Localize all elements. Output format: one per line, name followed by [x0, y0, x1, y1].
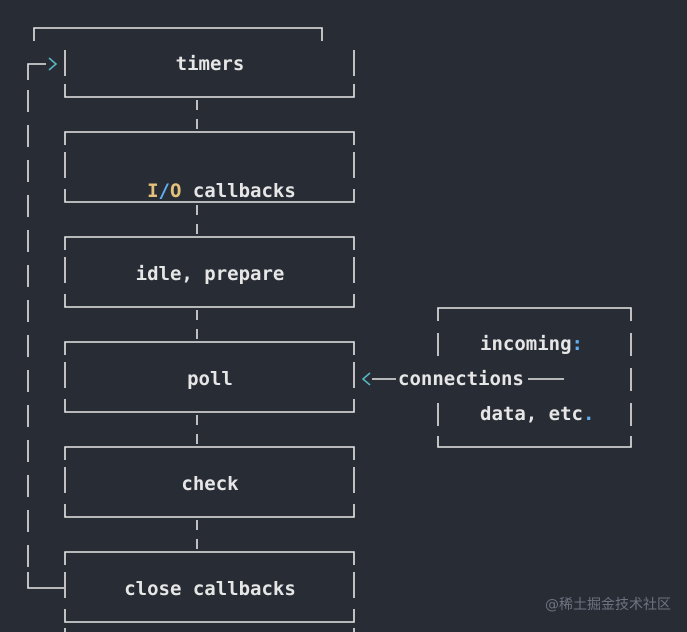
box-0-bottom: [64, 84, 355, 98]
phase-check-label: check: [181, 473, 239, 495]
box-5-top: [64, 551, 355, 565]
incoming-colon: :: [571, 333, 583, 355]
incoming-label: incoming:: [480, 333, 583, 355]
io-i-text: I: [147, 180, 159, 202]
timers-arrow-icon: [48, 57, 58, 71]
loop-return-bottom: [27, 572, 64, 589]
phase-timers-label: timers: [175, 53, 245, 75]
io-o-text: O: [169, 180, 182, 202]
io-slash-text: /: [158, 180, 170, 202]
connections-label: connections: [396, 368, 526, 390]
box-2-bottom: [64, 294, 355, 308]
poll-arrow-icon: [361, 372, 371, 386]
box-2-top: [64, 236, 355, 250]
box-1-bottom: [64, 189, 355, 203]
box-4-top: [64, 446, 355, 460]
incoming-box-top: [437, 307, 632, 321]
phase-idle-prepare-label: idle, prepare: [135, 263, 285, 285]
data-etc-label: data, etc.: [480, 403, 594, 425]
box-5-bottom: [64, 609, 355, 623]
timers-top-bracket: [33, 27, 323, 41]
phase-io-callbacks-label: I/O callbacks: [66, 158, 354, 202]
io-callbacks-text: callbacks: [181, 180, 296, 202]
phase-poll-label: poll: [187, 368, 233, 390]
incoming-box-bottom: [437, 436, 632, 448]
watermark: @稀土掘金技术社区: [545, 597, 671, 613]
incoming-text: incoming: [480, 333, 572, 355]
data-etc-period: .: [582, 403, 595, 425]
phase-close-callbacks-label: close callbacks: [124, 578, 296, 600]
box-3-top: [64, 341, 355, 355]
loop-return-top: [27, 63, 46, 80]
data-etc-text: data, etc: [480, 403, 583, 425]
box-1-top: [64, 131, 355, 145]
box-3-bottom: [64, 399, 355, 413]
box-4-bottom: [64, 504, 355, 518]
